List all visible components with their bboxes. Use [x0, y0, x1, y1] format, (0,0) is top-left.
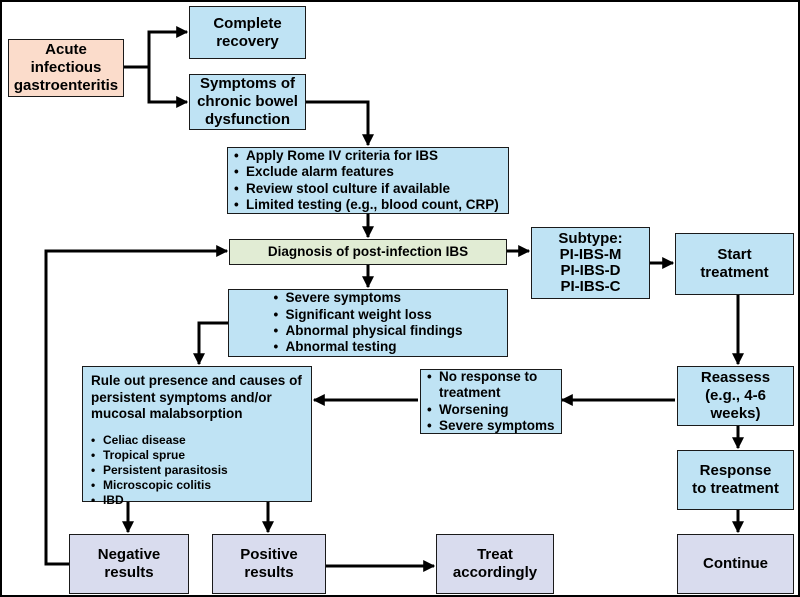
- list-item: IBD: [91, 493, 228, 508]
- list-item: Apply Rome IV criteria for IBS: [234, 148, 499, 165]
- node-diagnosis-label: Diagnosis of post-infection IBS: [267, 244, 469, 259]
- node-negative-results: Negative results: [69, 534, 189, 594]
- node-response-label: Response to treatment: [692, 462, 779, 497]
- node-complete-recovery: Complete recovery: [189, 6, 306, 59]
- list-item: Severe symptoms: [273, 290, 462, 307]
- arrow-acute-to-complete: [124, 26, 189, 69]
- list-item: Abnormal testing: [273, 339, 462, 356]
- node-response-to-treatment: Response to treatment: [677, 450, 794, 510]
- node-treat-label: Treat accordingly: [452, 546, 538, 581]
- arrow-symptoms-to-workup: [306, 100, 374, 147]
- list-item: Worsening: [427, 402, 559, 419]
- list-item: Abnormal physical findings: [273, 323, 462, 340]
- node-positive-results: Positive results: [212, 534, 326, 594]
- no-response-list: No response to treatment Worsening Sever…: [427, 369, 559, 434]
- node-chronic-symptoms: Symptoms of chronic bowel dysfunction: [189, 74, 306, 130]
- list-item: Tropical sprue: [91, 448, 228, 463]
- list-item: Limited testing (e.g., blood count, CRP): [234, 197, 499, 214]
- node-treat-accordingly: Treat accordingly: [436, 534, 554, 594]
- node-reassess-label: Reassess (e.g., 4-6 weeks): [700, 369, 771, 422]
- alarm-list: Severe symptoms Significant weight loss …: [273, 290, 462, 355]
- list-item: No response to treatment: [427, 369, 559, 402]
- rule-out-list: Celiac disease Tropical sprue Persistent…: [91, 433, 228, 508]
- node-start-treatment: Start treatment: [675, 233, 794, 295]
- node-no-response: No response to treatment Worsening Sever…: [420, 369, 562, 434]
- node-continue-label: Continue: [703, 555, 768, 572]
- list-item: Persistent parasitosis: [91, 463, 228, 478]
- list-item: Exclude alarm features: [234, 164, 499, 181]
- node-negative-label: Negative results: [97, 546, 161, 581]
- node-subtype: Subtype: PI-IBS-M PI-IBS-D PI-IBS-C: [531, 227, 650, 299]
- list-item: Microscopic colitis: [91, 478, 228, 493]
- node-complete-label: Complete recovery: [213, 14, 282, 50]
- node-subtype-label: Subtype: PI-IBS-M PI-IBS-D PI-IBS-C: [558, 230, 623, 295]
- node-acute-gastroenteritis: Acute infectious gastroenteritis: [8, 39, 124, 97]
- list-item: Celiac disease: [91, 433, 228, 448]
- list-item: Severe symptoms: [427, 418, 559, 435]
- node-start-label: Start treatment: [700, 246, 769, 281]
- node-diagnosis: Diagnosis of post-infection IBS: [229, 239, 507, 265]
- node-reassess: Reassess (e.g., 4-6 weeks): [677, 366, 794, 426]
- arrow-acute-to-symptoms: [147, 67, 189, 108]
- arrow-negative-feedback-to-diagnosis: [44, 245, 229, 566]
- list-item: Significant weight loss: [273, 307, 462, 324]
- node-initial-workup: Apply Rome IV criteria for IBS Exclude a…: [227, 147, 509, 214]
- arrow-alarms-to-ruleout: [193, 321, 228, 366]
- node-positive-label: Positive results: [240, 546, 298, 581]
- node-continue: Continue: [677, 534, 794, 594]
- node-acute-label: Acute infectious gastroenteritis: [13, 41, 119, 94]
- workup-list: Apply Rome IV criteria for IBS Exclude a…: [234, 148, 499, 213]
- rule-out-title: Rule out presence and causes of persiste…: [91, 373, 302, 421]
- node-alarm-features: Severe symptoms Significant weight loss …: [228, 289, 508, 357]
- list-item: Review stool culture if available: [234, 181, 499, 198]
- node-rule-out: Rule out presence and causes of persiste…: [82, 366, 312, 508]
- node-symptoms-label: Symptoms of chronic bowel dysfunction: [197, 75, 298, 128]
